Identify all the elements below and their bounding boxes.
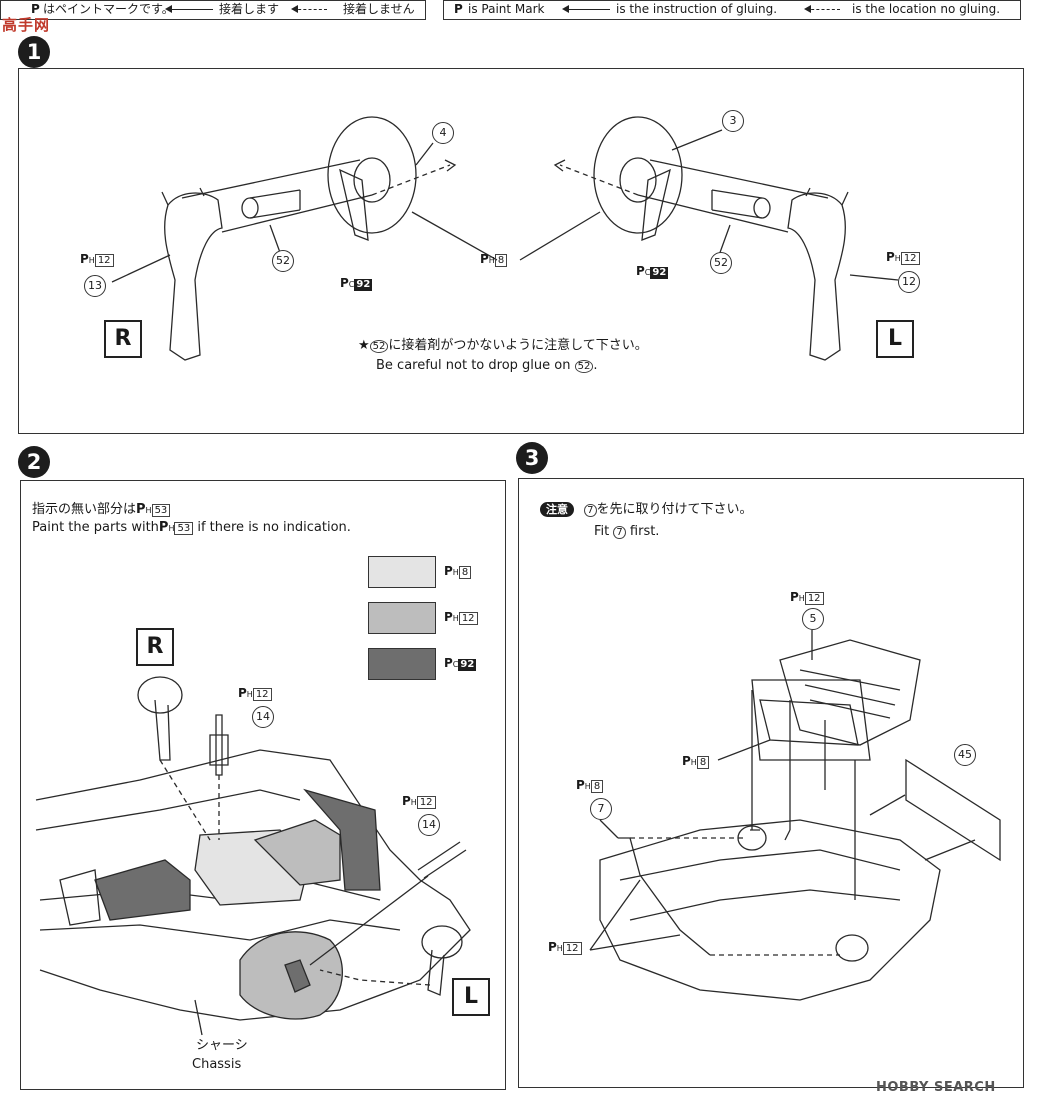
callout-part-13: 13 (84, 275, 106, 297)
step2-panel (20, 480, 506, 1090)
step3-callout-part-7: 7 (590, 798, 612, 820)
legend-en-paint: is Paint Mark (468, 2, 545, 16)
legend-jp-noglue: 接着しません (343, 2, 415, 16)
step2-side-label-r: R (136, 628, 174, 666)
step1-note-en: Be careful not to drop glue on 52. (376, 358, 598, 373)
step2-callout-14-a: 14 (252, 706, 274, 728)
legend-en-noglue: is the location no gluing. (852, 2, 1001, 16)
paint-mark-symbol: P (454, 2, 463, 16)
callout-part-12: 12 (898, 271, 920, 293)
swatch-pc92 (368, 648, 436, 680)
step-number-1: 1 (18, 36, 50, 68)
step2-side-label-l: L (452, 978, 490, 1016)
callout-part-52-right: 52 (272, 250, 294, 272)
step1-illustration (111, 116, 899, 361)
step3-panel (518, 478, 1024, 1088)
legend-japanese: P はペイントマークです。 接着します 接着しません (0, 0, 426, 20)
chassis-label-jp: シャーシ (196, 1038, 248, 1053)
side-label-r: R (104, 320, 142, 358)
glue-arrow-icon (562, 1, 610, 17)
legend-jp-paint: はペイントマークです。 (43, 2, 174, 16)
step2-callout-14-b: 14 (418, 814, 440, 836)
no-glue-arrow-icon (804, 1, 840, 17)
swatch-ph8 (368, 556, 436, 588)
callout-part-4: 4 (432, 122, 454, 144)
legend-english: P is Paint Mark is the instruction of gl… (443, 0, 1021, 20)
watermark: HOBBY SEARCH (876, 1080, 996, 1095)
caution-badge: 注意 (540, 502, 574, 517)
site-logo: 高手网 (2, 16, 51, 34)
no-glue-arrow-icon (291, 1, 327, 17)
callout-part-52-left: 52 (710, 252, 732, 274)
side-label-l: L (876, 320, 914, 358)
swatch-ph12 (368, 602, 436, 634)
chassis-label-en: Chassis (192, 1057, 242, 1072)
step-number-3: 3 (516, 442, 548, 474)
step3-callout-part-45: 45 (954, 744, 976, 766)
step3-callout-part-5: 5 (802, 608, 824, 630)
legend-en-glue: is the instruction of gluing. (616, 2, 778, 16)
step3-note-en: Fit 7 first. (594, 524, 660, 539)
callout-part-3: 3 (722, 110, 744, 132)
legend-jp-glue: 接着します (219, 2, 280, 16)
step1-panel (18, 68, 1024, 434)
paint-mark-symbol: P (31, 2, 40, 16)
step2-chassis-illustration (35, 676, 471, 1036)
step-number-2: 2 (18, 446, 50, 478)
glue-arrow-icon (165, 1, 213, 17)
